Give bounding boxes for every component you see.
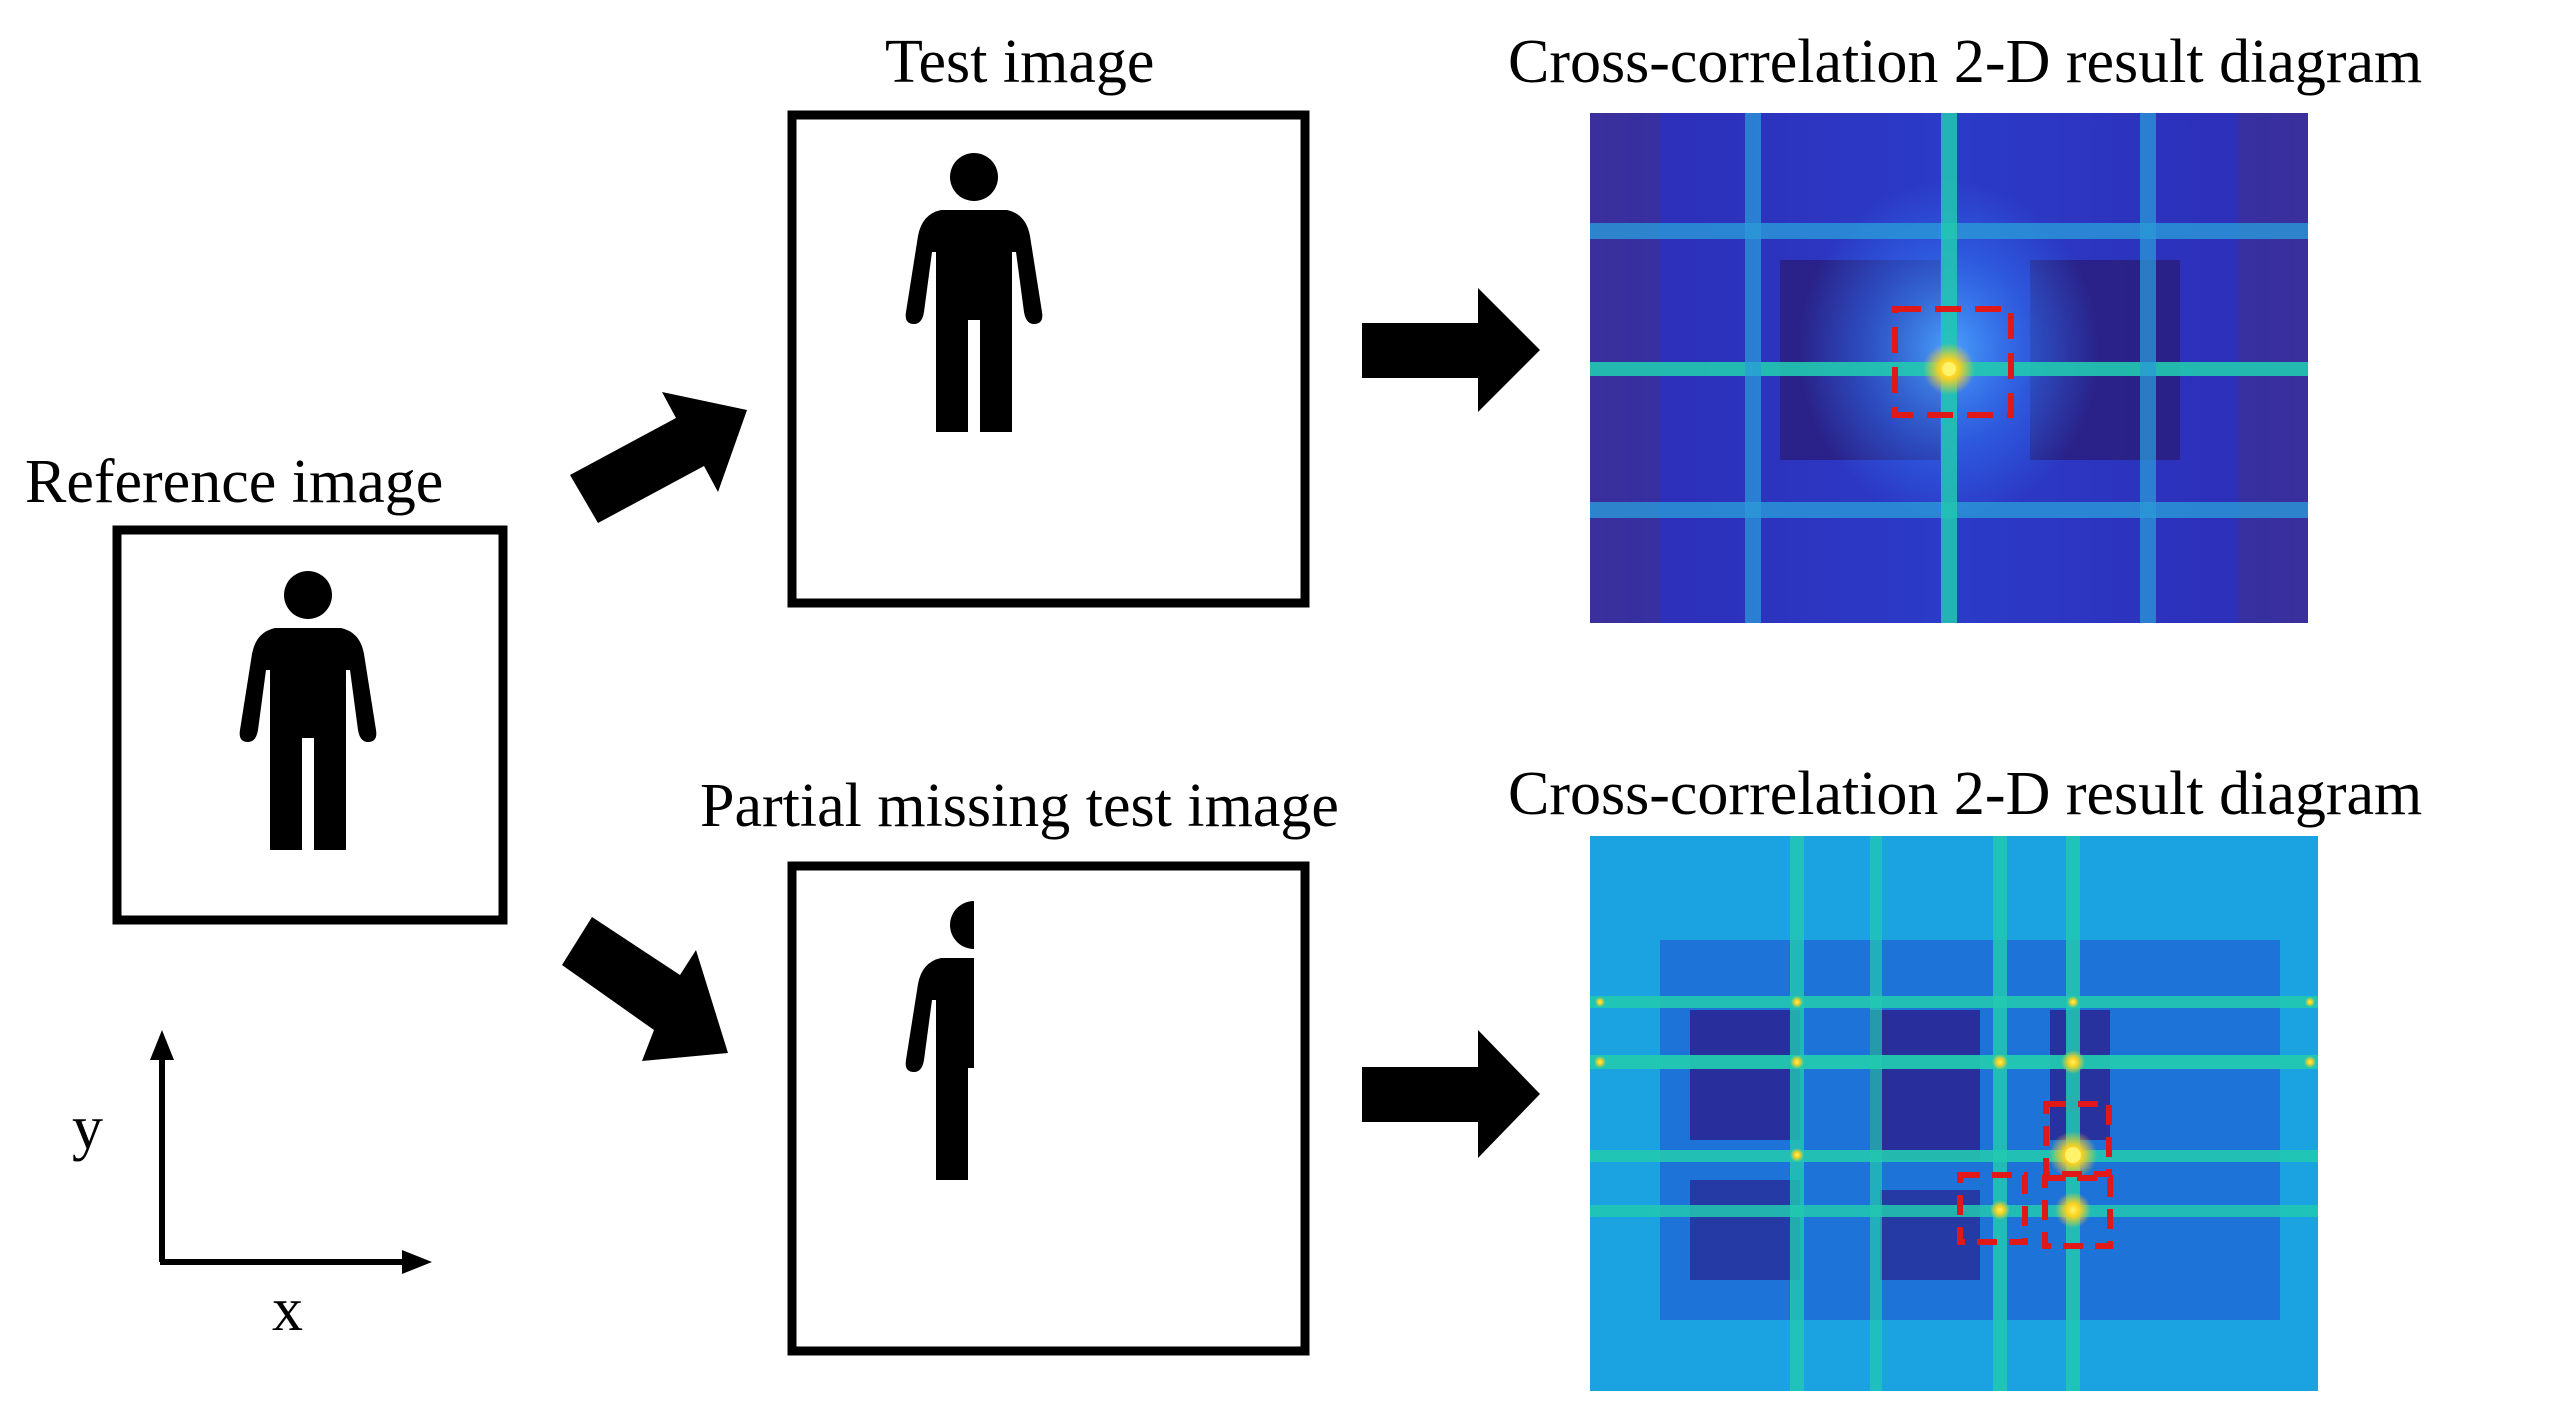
arrow-icon (1362, 1030, 1540, 1158)
highlight-box (1957, 1172, 2028, 1245)
partial-missing-test-image-label: Partial missing test image (700, 772, 1339, 840)
arrow-icon (562, 917, 728, 1061)
axis-y-label: y (72, 1094, 103, 1162)
highlight-box (1892, 306, 2014, 418)
cross-correlation-top-label: Cross-correlation 2-D result diagram (1508, 28, 2422, 96)
axis-x-label: x (272, 1276, 303, 1344)
highlight-box (2042, 1175, 2113, 1249)
partial-missing-image-panel (787, 861, 1310, 1356)
arrow-icon (1362, 288, 1540, 412)
highlight-box (2043, 1101, 2112, 1177)
y-axis-arrowhead (150, 1030, 174, 1060)
x-axis-arrowhead (402, 1250, 432, 1274)
arrow-icon (570, 392, 747, 523)
coordinate-axes (159, 1050, 410, 1265)
cross-correlation-bottom-label: Cross-correlation 2-D result diagram (1508, 760, 2422, 828)
reference-image-panel (112, 525, 508, 925)
cross-correlation-bottom-heatmap (1590, 836, 2318, 1391)
test-image-label: Test image (885, 28, 1154, 96)
test-image-panel (787, 110, 1310, 608)
reference-image-label: Reference image (25, 448, 443, 516)
cross-correlation-top-heatmap (1590, 113, 2308, 623)
